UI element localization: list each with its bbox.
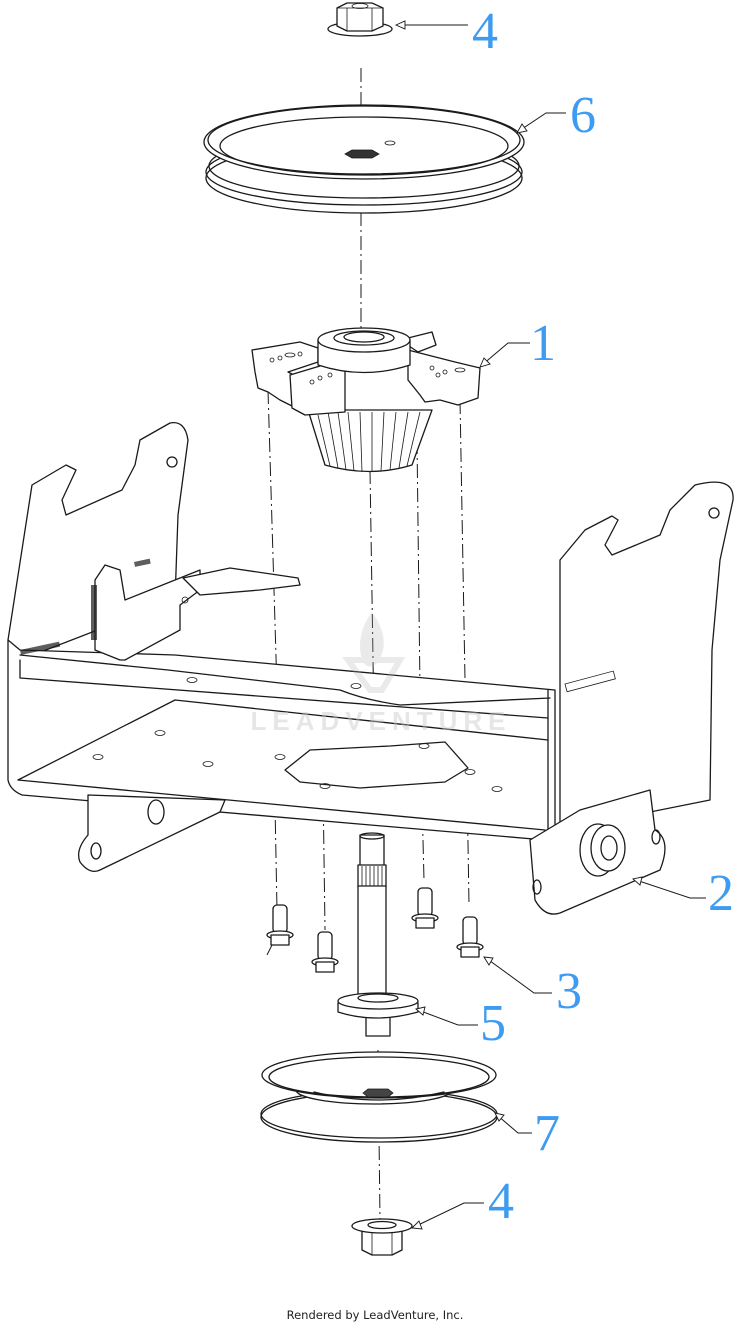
callout-4-top: 4	[472, 3, 498, 60]
callout-5: 5	[480, 995, 506, 1052]
spindle-shaft	[337, 832, 419, 1037]
lower-pulley	[260, 1051, 498, 1143]
spindle-housing	[251, 327, 481, 473]
callout-6: 6	[570, 87, 596, 144]
flange-bolts	[266, 887, 484, 973]
callout-4-bottom: 4	[488, 1173, 514, 1230]
watermark-logo-icon	[342, 612, 406, 693]
callout-3: 3	[556, 963, 582, 1020]
top-hex-nut	[327, 2, 393, 37]
callout-2: 2	[708, 865, 734, 922]
leader-lines	[394, 20, 706, 1230]
callout-1: 1	[530, 315, 556, 372]
tension-pulley	[579, 823, 626, 877]
footer-credit: Rendered by LeadVenture, Inc.	[286, 1308, 464, 1322]
bottom-hex-nut	[351, 1218, 413, 1256]
upper-pulley	[203, 104, 525, 214]
callout-7: 7	[534, 1105, 560, 1162]
watermark-text: LEADVENTURE	[250, 706, 512, 736]
spring-icon	[19, 558, 151, 655]
mounting-bracket	[7, 421, 734, 915]
